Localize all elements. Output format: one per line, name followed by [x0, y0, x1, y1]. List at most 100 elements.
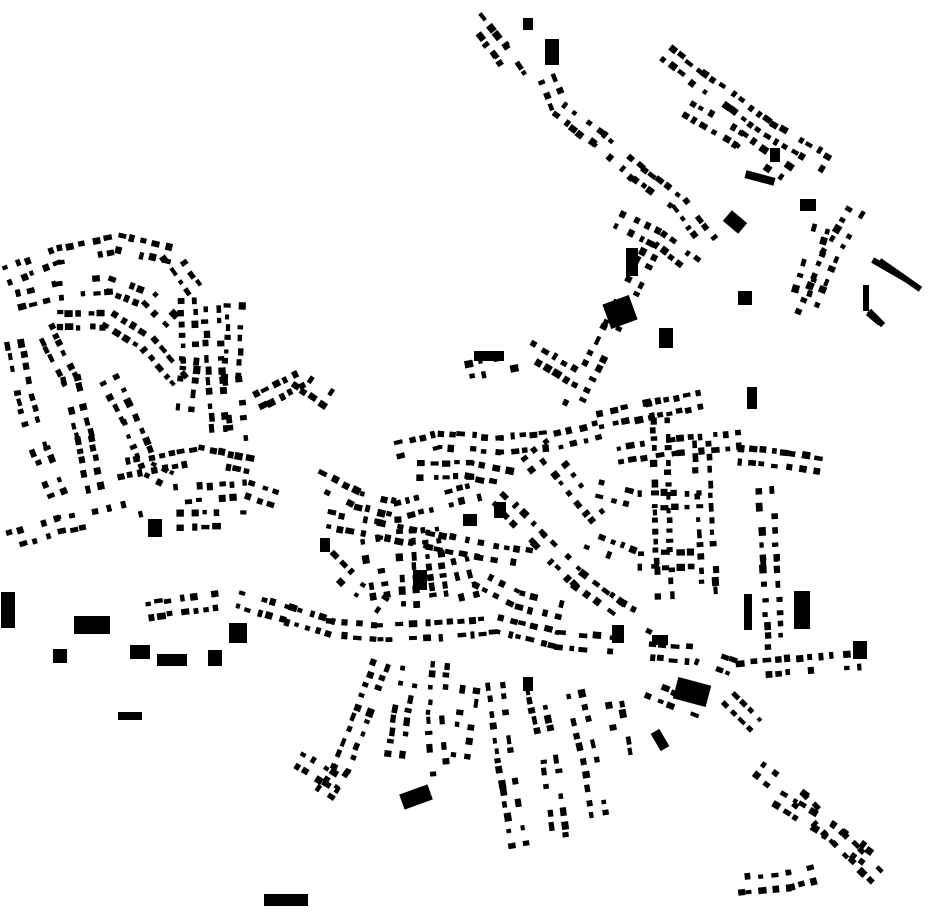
- building: [364, 504, 371, 513]
- building: [558, 480, 564, 487]
- building: [776, 596, 783, 603]
- building: [671, 204, 680, 214]
- building: [614, 325, 623, 333]
- building: [148, 454, 156, 462]
- building: [379, 495, 389, 504]
- building: [478, 461, 486, 469]
- building: [344, 527, 355, 535]
- building: [442, 460, 451, 467]
- building: [856, 846, 866, 855]
- building: [135, 284, 145, 295]
- building: [478, 631, 487, 637]
- building: [146, 444, 155, 454]
- building: [627, 455, 638, 463]
- building: [542, 363, 553, 374]
- building: [176, 509, 184, 517]
- building: [540, 639, 548, 648]
- building: [663, 469, 672, 475]
- building: [197, 444, 206, 452]
- building: [224, 334, 231, 341]
- building: [476, 493, 483, 502]
- building: [801, 450, 811, 460]
- building: [732, 141, 741, 149]
- building: [832, 255, 840, 264]
- building: [549, 539, 558, 548]
- building: [771, 872, 779, 878]
- building: [655, 451, 665, 459]
- building: [652, 547, 659, 553]
- building: [450, 751, 457, 758]
- building: [839, 243, 847, 250]
- building: [137, 510, 144, 518]
- building: [762, 163, 773, 174]
- building: [707, 465, 713, 473]
- building: [353, 703, 363, 713]
- building: [317, 399, 329, 411]
- building: [188, 446, 198, 454]
- building: [857, 210, 866, 220]
- building: [567, 124, 579, 135]
- building: [785, 869, 792, 876]
- building: [237, 325, 244, 330]
- building: [822, 152, 833, 162]
- building: [180, 343, 186, 348]
- building: [592, 631, 602, 639]
- building: [551, 110, 561, 120]
- building: [28, 392, 36, 402]
- building: [56, 244, 63, 252]
- building: [626, 228, 636, 238]
- building: [699, 68, 710, 79]
- building: [563, 119, 572, 128]
- building: [491, 29, 503, 42]
- building: [96, 309, 105, 317]
- building: [139, 427, 146, 435]
- building: [806, 864, 815, 872]
- building: [468, 616, 477, 625]
- building: [28, 270, 35, 277]
- building: [572, 732, 581, 740]
- building: [546, 724, 555, 732]
- building: [561, 821, 570, 831]
- building: [147, 353, 156, 362]
- building: [685, 224, 692, 232]
- building: [578, 396, 587, 404]
- building: [675, 407, 683, 414]
- building: [758, 564, 767, 574]
- building: [378, 674, 386, 682]
- building: [96, 481, 105, 491]
- building: [643, 692, 653, 701]
- building: [564, 552, 573, 561]
- building: [473, 698, 479, 709]
- building: [601, 586, 611, 596]
- building: [339, 559, 349, 569]
- building: [670, 644, 680, 650]
- building: [810, 277, 817, 283]
- building: [335, 525, 344, 534]
- building: [411, 562, 417, 571]
- building: [196, 481, 203, 490]
- building: [57, 527, 67, 535]
- building: [495, 434, 504, 441]
- building: [163, 373, 171, 381]
- building: [637, 281, 645, 290]
- building: [520, 69, 527, 76]
- building: [518, 507, 530, 519]
- building: [800, 258, 807, 267]
- building: [809, 877, 818, 886]
- building: [154, 362, 165, 373]
- building: [353, 592, 360, 598]
- building: [591, 579, 601, 588]
- building: [306, 375, 315, 385]
- building: [813, 301, 821, 309]
- building: [671, 503, 679, 510]
- building: [107, 275, 117, 283]
- building: [31, 537, 38, 545]
- building: [118, 712, 142, 720]
- building: [511, 501, 520, 510]
- building: [685, 643, 694, 650]
- building: [408, 635, 417, 641]
- building: [609, 539, 617, 546]
- building: [261, 596, 268, 604]
- building: [644, 262, 654, 271]
- building: [88, 311, 95, 316]
